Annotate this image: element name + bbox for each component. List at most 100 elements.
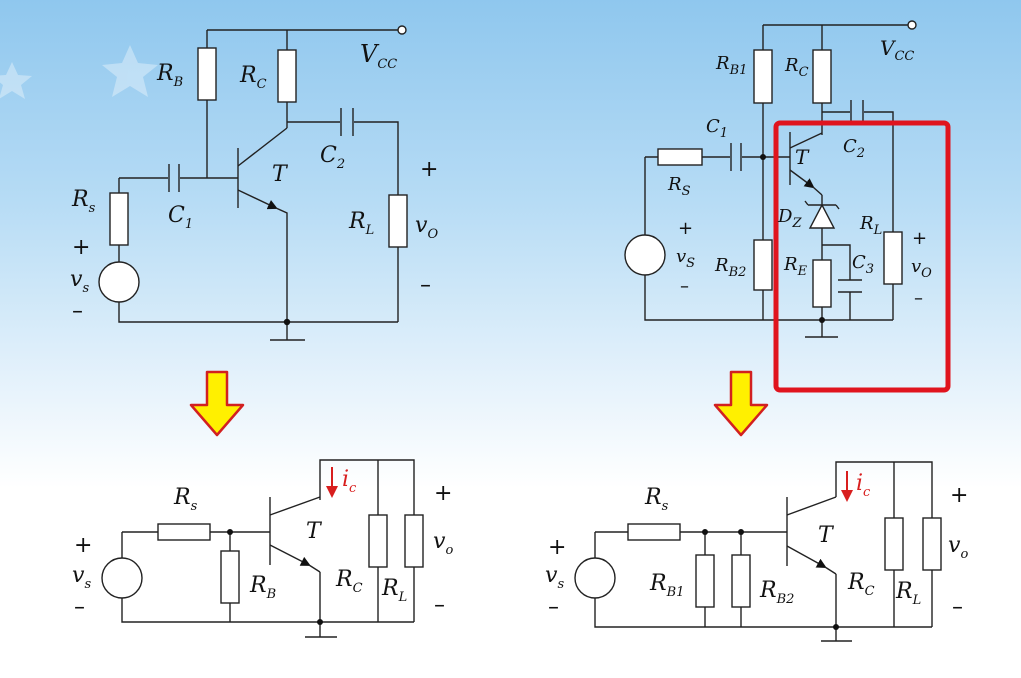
circuit-top-left: VCC RB RC C2 T C1 Rs RL vO vs + – + – bbox=[70, 25, 438, 341]
rb2-label: RB2 bbox=[714, 255, 746, 280]
output-plus-sign: + bbox=[434, 481, 452, 506]
current-arrow-icon bbox=[841, 490, 853, 502]
rs-label: Rs bbox=[71, 187, 96, 216]
c2-capacitor bbox=[850, 100, 864, 124]
rl-resistor bbox=[922, 517, 942, 571]
re-label: RE bbox=[783, 254, 808, 279]
vcc-label: VCC bbox=[880, 36, 914, 64]
rb2-resistor bbox=[753, 239, 773, 291]
rc-label: RC bbox=[847, 570, 875, 599]
output-minus-sign: – bbox=[434, 593, 445, 618]
rs-resistor bbox=[157, 523, 211, 541]
ac-source-icon bbox=[624, 234, 666, 276]
down-arrow-icon bbox=[713, 370, 769, 437]
c1-capacitor bbox=[730, 143, 742, 171]
down-arrow-icon bbox=[189, 370, 245, 437]
zener-diode-icon bbox=[808, 203, 836, 229]
rs-resistor bbox=[627, 523, 681, 541]
input-minus-sign: – bbox=[72, 299, 83, 324]
output-plus-sign: + bbox=[950, 483, 968, 508]
output-minus-sign: – bbox=[420, 273, 431, 298]
rb-label: RB bbox=[249, 573, 276, 602]
dz-label: DZ bbox=[777, 206, 802, 231]
rb-label: RB bbox=[156, 61, 183, 90]
ac-source-icon bbox=[574, 557, 616, 599]
rl-resistor bbox=[388, 194, 408, 248]
vo-label: vO bbox=[911, 256, 932, 281]
rl-label: RL bbox=[348, 209, 374, 238]
vs-label: vs bbox=[72, 563, 91, 592]
vs-label: vS bbox=[676, 246, 695, 271]
rc-resistor bbox=[368, 514, 388, 568]
c2-label: C2 bbox=[320, 143, 345, 172]
rb1-resistor bbox=[753, 49, 773, 104]
ic-label: ic bbox=[342, 467, 357, 496]
vs-label: vs bbox=[70, 267, 89, 296]
rl-resistor bbox=[883, 231, 903, 285]
vo-label: vo bbox=[433, 529, 453, 558]
vcc-label: VCC bbox=[360, 40, 397, 72]
rs-label: Rs bbox=[644, 485, 669, 514]
rc-resistor bbox=[884, 517, 904, 571]
vcc-terminal bbox=[397, 25, 407, 35]
c2-capacitor bbox=[340, 108, 354, 136]
rs-resistor bbox=[109, 192, 129, 246]
rs-label: RS bbox=[667, 174, 691, 199]
rc-label: RC bbox=[239, 63, 267, 92]
transistor-label: T bbox=[795, 145, 810, 169]
c1-label: C1 bbox=[168, 203, 193, 232]
rl-label: RL bbox=[381, 576, 407, 605]
vcc-terminal bbox=[907, 20, 917, 30]
c3-label: C3 bbox=[852, 252, 874, 277]
ic-label: ic bbox=[856, 471, 871, 500]
rs-label: Rs bbox=[173, 485, 198, 514]
input-plus-sign: + bbox=[678, 218, 693, 239]
vo-label: vO bbox=[415, 213, 438, 242]
rb-resistor bbox=[197, 47, 217, 101]
rb-resistor bbox=[220, 550, 240, 604]
output-minus-sign: – bbox=[952, 595, 963, 620]
rb1-resistor bbox=[695, 554, 715, 608]
ac-source-icon bbox=[101, 557, 143, 599]
c1-capacitor bbox=[168, 164, 180, 192]
rs-resistor bbox=[657, 148, 703, 166]
ac-source-icon bbox=[98, 261, 140, 303]
input-minus-sign: – bbox=[74, 595, 85, 620]
c2-label: C2 bbox=[843, 136, 865, 161]
output-plus-sign: + bbox=[912, 228, 927, 249]
vs-label: vs bbox=[545, 563, 564, 592]
highlight-box bbox=[773, 120, 951, 393]
rc-resistor bbox=[812, 49, 832, 104]
circuit-bottom-left: Rs ic T RB RC RL vo vs + – + – bbox=[72, 459, 453, 638]
input-minus-sign: – bbox=[680, 276, 689, 297]
circuit-bottom-right: Rs ic T RB1 RB2 RC RL vo vs + – + – bbox=[545, 461, 968, 642]
sky-decoration bbox=[0, 45, 158, 99]
input-minus-sign: – bbox=[548, 595, 559, 620]
rl-label: RL bbox=[895, 579, 921, 608]
rb1-label: RB1 bbox=[715, 53, 747, 78]
circuit-top-right: VCC RB1 RC C1 C2 T RS DZ RL RB2 RE C3 vS… bbox=[624, 20, 951, 393]
transistor-label: T bbox=[306, 519, 323, 544]
input-plus-sign: + bbox=[72, 235, 90, 260]
output-minus-sign: – bbox=[914, 288, 923, 309]
current-arrow-icon bbox=[326, 486, 338, 498]
output-plus-sign: + bbox=[420, 157, 438, 182]
rc-label: RC bbox=[335, 567, 363, 596]
rl-resistor bbox=[404, 514, 424, 568]
rb2-resistor bbox=[731, 554, 751, 608]
transistor-label: T bbox=[272, 162, 289, 187]
rc-label: RC bbox=[784, 55, 809, 80]
re-resistor bbox=[812, 259, 832, 308]
vo-label: vo bbox=[948, 533, 968, 562]
ground-node bbox=[283, 318, 291, 326]
transistor-label: T bbox=[818, 523, 835, 548]
rb2-label: RB2 bbox=[759, 578, 794, 607]
input-plus-sign: + bbox=[548, 535, 566, 560]
rc-resistor bbox=[277, 49, 297, 103]
rb1-label: RB1 bbox=[649, 571, 684, 600]
rl-label: RL bbox=[859, 213, 882, 238]
c1-label: C1 bbox=[706, 116, 728, 141]
input-plus-sign: + bbox=[74, 533, 92, 558]
